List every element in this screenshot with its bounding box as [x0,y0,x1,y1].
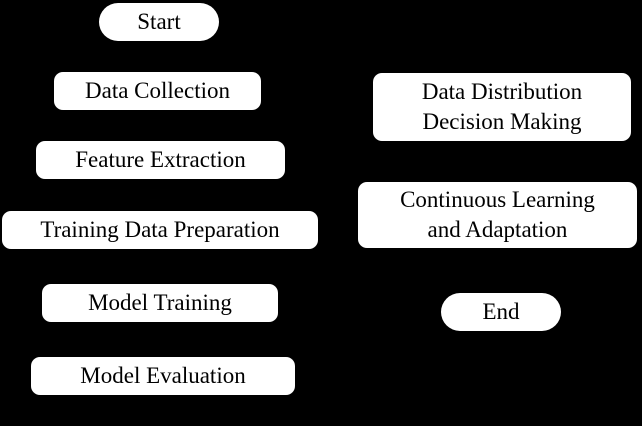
node-end-label: End [482,299,520,324]
node-model-evaluation-label: Model Evaluation [80,363,246,388]
node-model-evaluation[interactable]: Model Evaluation [31,357,295,395]
node-training-data-preparation-label: Training Data Preparation [40,217,280,242]
node-data-distribution-decision-making[interactable]: Data Distribution Decision Making [373,73,631,141]
node-feature-extraction-label: Feature Extraction [75,147,246,172]
node-start[interactable]: Start [99,3,219,41]
node-data-collection[interactable]: Data Collection [54,72,261,110]
node-model-training-label: Model Training [88,290,232,315]
node-start-label: Start [137,9,181,34]
node-model-training[interactable]: Model Training [42,284,278,322]
node-continuous-learning-and-adaptation[interactable]: Continuous Learning and Adaptation [358,182,637,248]
node-data-distribution-decision-making-label: Data Distribution Decision Making [421,79,583,134]
node-training-data-preparation[interactable]: Training Data Preparation [2,211,318,249]
node-feature-extraction[interactable]: Feature Extraction [36,141,285,179]
node-data-collection-label: Data Collection [85,78,230,103]
node-continuous-learning-and-adaptation-label: Continuous Learning and Adaptation [400,187,595,242]
node-end[interactable]: End [441,293,561,331]
